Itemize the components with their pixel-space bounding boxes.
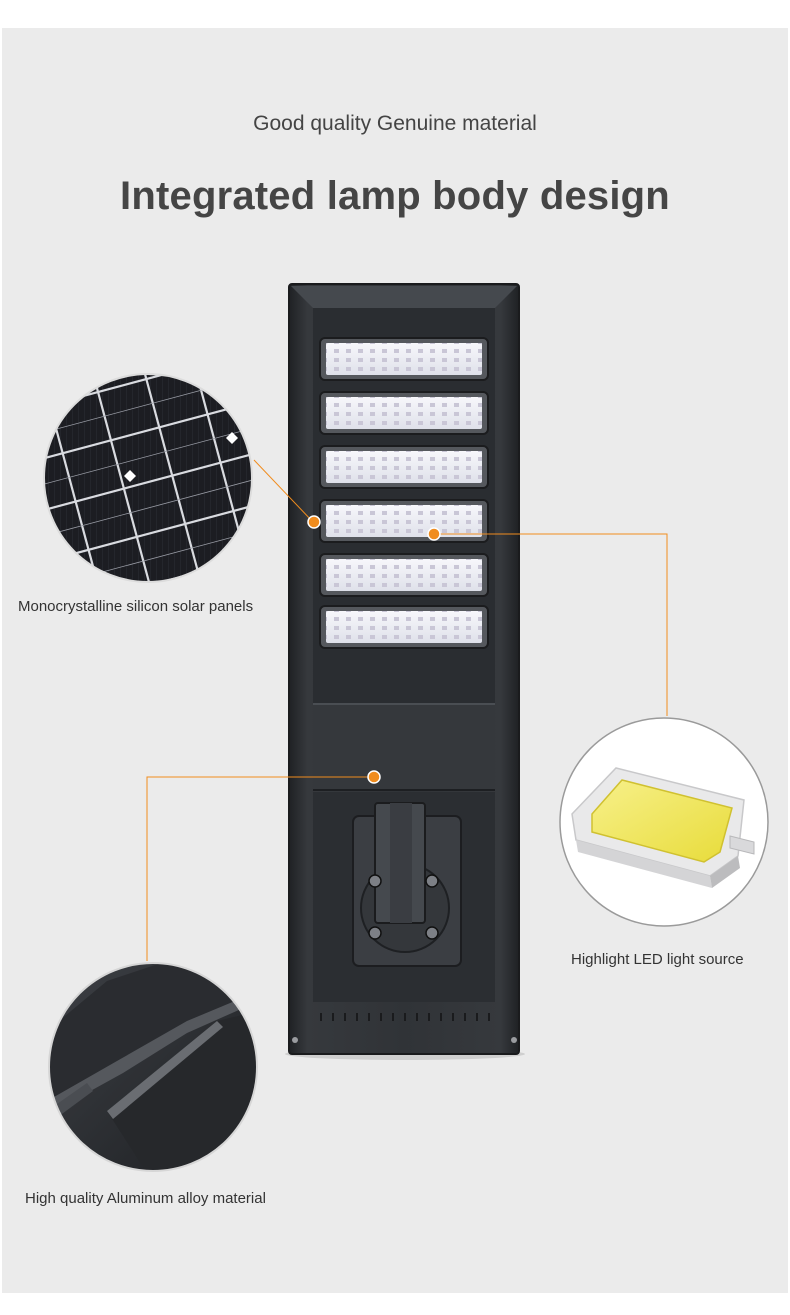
solar-street-lamp-image <box>280 278 530 1068</box>
solar-panel-closeup-icon <box>42 372 254 584</box>
page-subtitle: Good quality Genuine material <box>253 112 537 135</box>
page-title: Integrated lamp body design <box>120 174 670 218</box>
aluminum-material-closeup-icon <box>47 961 259 1173</box>
led-chip-closeup-icon <box>558 716 770 928</box>
aluminum-material-caption: High quality Aluminum alloy material <box>25 1190 266 1207</box>
solar-panel-caption: Monocrystalline silicon solar panels <box>18 598 254 615</box>
led-source-caption: Highlight LED light source <box>571 951 744 968</box>
